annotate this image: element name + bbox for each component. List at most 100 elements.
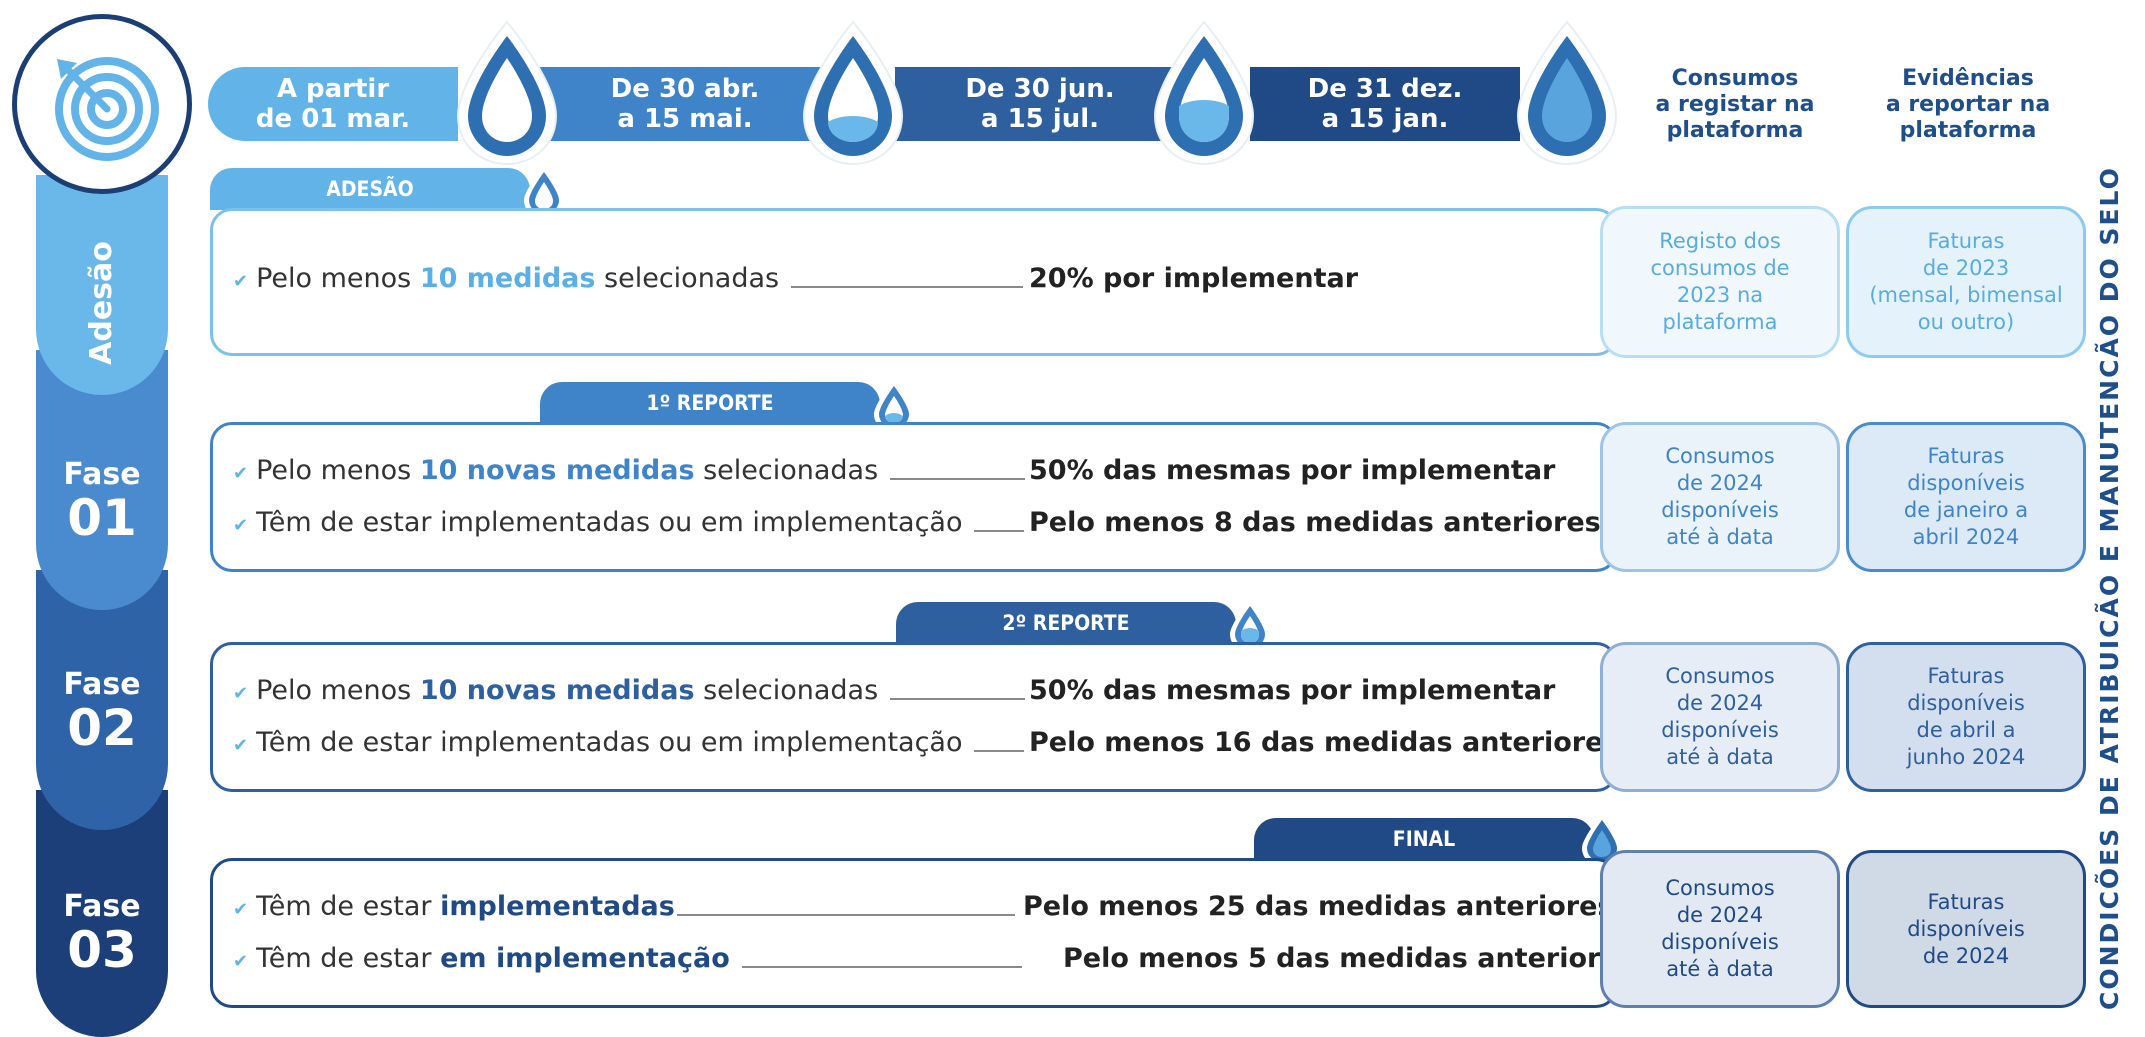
consumos-line: disponíveis	[1661, 718, 1779, 742]
consumos-line: Consumos	[1665, 444, 1775, 468]
leader-line	[974, 736, 1025, 752]
timeline-step-4-line1: De 31 dez.	[1307, 74, 1463, 104]
water-drop-icon	[802, 20, 904, 166]
timeline-step-4: De 31 dez. a 15 jan.	[1250, 67, 1520, 141]
water-drop-icon	[1230, 600, 1270, 652]
check-icon: ✔	[233, 735, 249, 756]
criteria-text: Têm de estar	[256, 943, 441, 974]
criteria-highlight: 10 novas medidas	[419, 455, 695, 486]
criteria-highlight: 10 novas medidas	[419, 675, 695, 706]
section-box-reporte-2: ✔ Pelo menos 10 novas medidas selecionada…	[210, 642, 1620, 792]
phase-02-label: Fase	[63, 667, 141, 702]
water-drop-icon	[874, 380, 914, 432]
evidencias-cell-final: Faturas disponíveis de 2024	[1846, 850, 2086, 1008]
consumos-line: até à data	[1666, 525, 1774, 549]
phase-01-number: 01	[67, 489, 137, 547]
criteria-row: ✔ Pelo menos 10 novas medidas selecionada…	[233, 675, 1031, 706]
criteria-text: Pelo menos	[256, 675, 420, 706]
criteria-row: ✔ Têm de estar implementadas ou em implem…	[233, 507, 1030, 538]
consumos-line: Registo dos	[1659, 229, 1781, 253]
consumos-cell-final: Consumos de 2024 disponíveis até à data	[1600, 850, 1840, 1008]
section-tab-final: FINAL	[1254, 818, 1594, 860]
leader-line	[676, 900, 1015, 916]
consumos-cell-reporte-2: Consumos de 2024 disponíveis até à data	[1600, 642, 1840, 792]
column-header-consumos: Consumos a registar na plataforma	[1625, 66, 1845, 144]
consumos-line: até à data	[1666, 745, 1774, 769]
phase-02: Fase 02	[36, 570, 168, 830]
phase-03-label: Fase	[63, 889, 141, 924]
timeline-step-1: A partir de 01 mar.	[208, 67, 458, 141]
criteria-text-end: selecionadas	[595, 263, 780, 294]
phase-02-number: 02	[67, 699, 137, 757]
evidencias-line: de 2023	[1922, 256, 2010, 280]
check-icon: ✔	[233, 515, 249, 536]
column-header-evidencias-line2: a reportar na	[1885, 92, 2051, 117]
column-header-evidencias-line1: Evidências	[1902, 66, 2034, 91]
target-icon	[55, 57, 159, 161]
evidencias-line: Faturas	[1927, 889, 2005, 914]
timeline-step-3: De 30 jun. a 15 jul.	[895, 67, 1185, 141]
criteria-row: ✔Têm de estar em implementação	[233, 943, 1028, 974]
consumos-line: 2023 na	[1676, 283, 1764, 307]
criteria-text-end: selecionadas	[694, 675, 879, 706]
evidencias-line: de 2024	[1922, 943, 2010, 968]
criteria-row: ✔ Pelo menos 10 novas medidas selecionada…	[233, 455, 1031, 486]
evidencias-line: (mensal, bimensal	[1869, 283, 2063, 307]
criteria-text: Têm de estar implementadas ou em impleme…	[256, 507, 963, 538]
timeline-step-2-line2: a 15 mai.	[617, 104, 753, 134]
evidencias-line: Faturas	[1927, 444, 2005, 468]
consumos-line: de 2024	[1676, 691, 1764, 715]
evidencias-line: Faturas	[1927, 229, 2005, 253]
evidencias-line: junho 2024	[1906, 745, 2026, 769]
criteria-result: 20% por implementar	[1029, 263, 1359, 294]
criteria-text-end: selecionadas	[694, 455, 879, 486]
check-icon: ✔	[233, 271, 249, 292]
water-drop-icon	[456, 20, 558, 166]
leader-line	[974, 516, 1025, 532]
evidencias-line: de abril a	[1916, 718, 2016, 742]
section-box-adesao: ✔Pelo menos 10 medidas selecionadas 20% …	[210, 208, 1618, 356]
timeline-step-3-line1: De 30 jun.	[965, 74, 1115, 104]
consumos-line: disponíveis	[1661, 498, 1779, 522]
evidencias-cell-reporte-1: Faturas disponíveis de janeiro a abril 2…	[1846, 422, 2086, 572]
leader-line	[741, 952, 1022, 968]
criteria-result: Pelo menos 8 das medidas anteriores	[1029, 507, 1601, 538]
evidencias-cell-adesao: Faturas de 2023 (mensal, bimensal ou out…	[1846, 206, 2086, 358]
column-header-consumos-line2: a registar na	[1655, 92, 1815, 117]
criteria-row: ✔Têm de estar implementadas ou em implem…	[233, 727, 1030, 758]
check-icon: ✔	[233, 899, 249, 920]
timeline-step-2-line1: De 30 abr.	[610, 74, 760, 104]
water-drop-icon	[1153, 20, 1255, 166]
criteria-text: Têm de estar	[256, 891, 441, 922]
timeline-step-4-line2: a 15 jan.	[1321, 104, 1449, 134]
phase-03-number: 03	[67, 921, 137, 979]
consumos-cell-reporte-1: Consumos de 2024 disponíveis até à data	[1600, 422, 1840, 572]
column-header-consumos-line1: Consumos	[1671, 66, 1799, 91]
timeline-step-3-line2: a 15 jul.	[980, 104, 1100, 134]
criteria-highlight: 10 medidas	[419, 263, 596, 294]
consumos-line: disponíveis	[1661, 930, 1779, 954]
check-icon: ✔	[233, 463, 249, 484]
column-header-evidencias: Evidências a reportar na plataforma	[1858, 66, 2078, 144]
criteria-result: 50% das mesmas por implementar	[1029, 455, 1556, 486]
evidencias-line: de janeiro a	[1903, 498, 2029, 522]
consumos-line: plataforma	[1662, 310, 1778, 334]
vertical-title: CONDICÕES DE ATRIBUICÃO E MANUTENCÃO DO …	[2095, 166, 2124, 1010]
timeline-step-2: De 30 abr. a 15 mai.	[540, 67, 830, 141]
consumos-cell-adesao: Registo dos consumos de 2023 na platafor…	[1600, 206, 1840, 358]
phase-03: Fase 03	[36, 790, 168, 1037]
evidencias-line: Faturas	[1927, 664, 2005, 688]
section-box-final: ✔Têm de estar implementadas Pelo menos 2…	[210, 858, 1635, 1008]
column-header-evidencias-line3: plataforma	[1899, 118, 2037, 143]
column-header-consumos-line3: plataforma	[1666, 118, 1804, 143]
phase-adesao: Adesão	[36, 175, 168, 395]
criteria-row: ✔Têm de estar implementadas	[233, 891, 1021, 922]
check-icon: ✔	[233, 951, 249, 972]
section-tab-reporte-1: 1º REPORTE	[540, 382, 880, 424]
water-drop-icon	[1516, 20, 1618, 166]
evidencias-line: disponíveis	[1907, 471, 2025, 495]
section-box-reporte-1: ✔ Pelo menos 10 novas medidas selecionada…	[210, 422, 1618, 572]
check-icon: ✔	[233, 683, 249, 704]
criteria-text: Pelo menos	[256, 455, 420, 486]
consumos-line: de 2024	[1676, 903, 1764, 927]
